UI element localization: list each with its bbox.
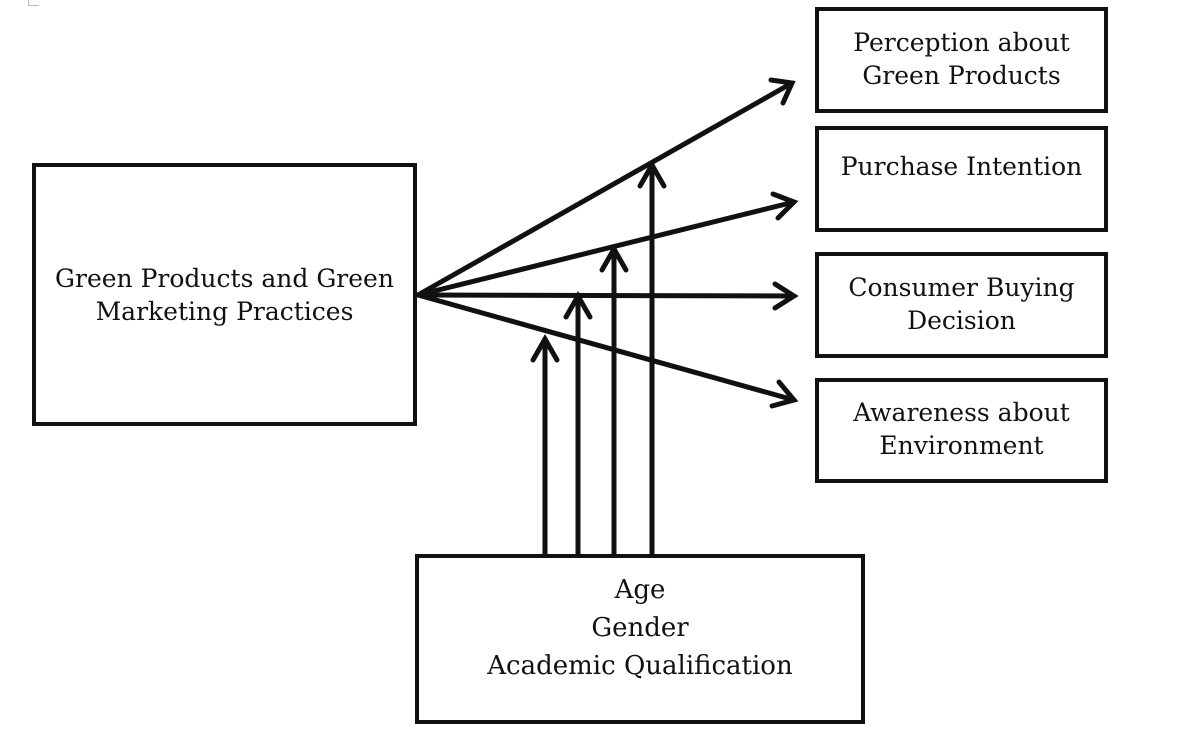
purchase-intention-line-1: Purchase Intention: [840, 152, 1083, 181]
moderator-arrowhead-4: [637, 159, 667, 189]
demographics-box: Age Gender Academic Qualification: [415, 554, 865, 724]
corner-mark: [28, 0, 39, 6]
moderator-age: Age: [614, 575, 666, 605]
perception-line-2: Green Products: [862, 60, 1061, 90]
arrow-to-buying-decision: [415, 292, 797, 299]
perception-line-1: Perception about: [853, 27, 1070, 57]
buying-decision-line-1: Consumer Buying: [848, 272, 1075, 302]
source-line-1: Green Products and Green: [55, 263, 394, 293]
moderator-arrowhead-2: [563, 290, 593, 320]
awareness-line-1: Awareness about: [853, 398, 1070, 427]
moderator-arrowhead-1: [530, 333, 560, 363]
perception-box: Perception about Green Products: [815, 7, 1108, 113]
arrowhead-perception: [768, 77, 796, 106]
buying-decision-box: Consumer Buying Decision: [815, 252, 1108, 358]
arrowhead-awareness: [769, 379, 799, 409]
moderator-gender: Gender: [591, 613, 689, 643]
awareness-line-2: Environment: [879, 431, 1044, 460]
green-products-practices-box: Green Products and Green Marketing Pract…: [32, 163, 417, 426]
arrow-to-purchase-intention: [415, 199, 797, 298]
source-line-2: Marketing Practices: [95, 296, 354, 326]
arrow-to-awareness: [415, 292, 797, 403]
awareness-box: Awareness about Environment: [815, 378, 1108, 483]
arrowhead-purchase-intention: [770, 191, 799, 221]
arrow-to-perception: [415, 80, 795, 298]
buying-decision-line-2: Decision: [907, 305, 1016, 335]
arrowhead-buying-decision: [772, 281, 799, 311]
moderator-academic-qualification: Academic Qualification: [487, 651, 793, 681]
moderator-arrowhead-3: [599, 243, 629, 273]
purchase-intention-box: Purchase Intention: [815, 126, 1108, 232]
